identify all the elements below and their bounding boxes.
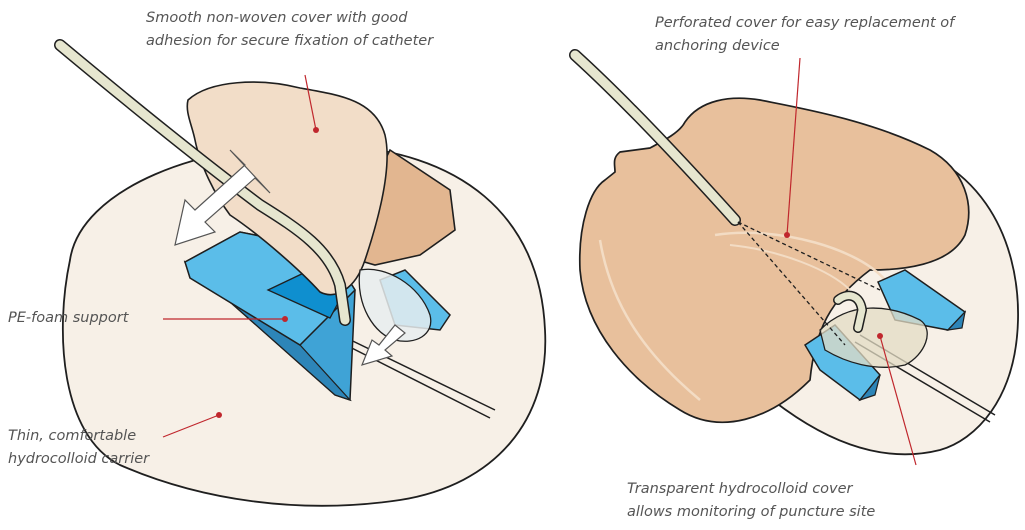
label-line: adhesion for secure fixation of catheter bbox=[146, 30, 433, 53]
label-pe-foam: PE-foam support bbox=[8, 307, 128, 330]
label-perforated-cover: Perforated cover for easy replacement of… bbox=[655, 12, 954, 58]
label-line: Smooth non-woven cover with good bbox=[146, 7, 433, 30]
right-dressing-figure bbox=[575, 55, 1018, 465]
label-non-woven-cover: Smooth non-woven cover with good adhesio… bbox=[146, 7, 433, 53]
label-line: hydrocolloid carrier bbox=[8, 448, 149, 471]
label-line: Thin, comfortable bbox=[8, 425, 149, 448]
label-hydrocolloid-carrier: Thin, comfortable hydrocolloid carrier bbox=[8, 425, 149, 471]
label-line: allows monitoring of puncture site bbox=[627, 501, 875, 524]
label-line: Transparent hydrocolloid cover bbox=[627, 478, 875, 501]
label-line: PE-foam support bbox=[8, 307, 128, 330]
label-line: anchoring device bbox=[655, 35, 954, 58]
label-transparent-cover: Transparent hydrocolloid cover allows mo… bbox=[627, 478, 875, 524]
label-line: Perforated cover for easy replacement of bbox=[655, 12, 954, 35]
